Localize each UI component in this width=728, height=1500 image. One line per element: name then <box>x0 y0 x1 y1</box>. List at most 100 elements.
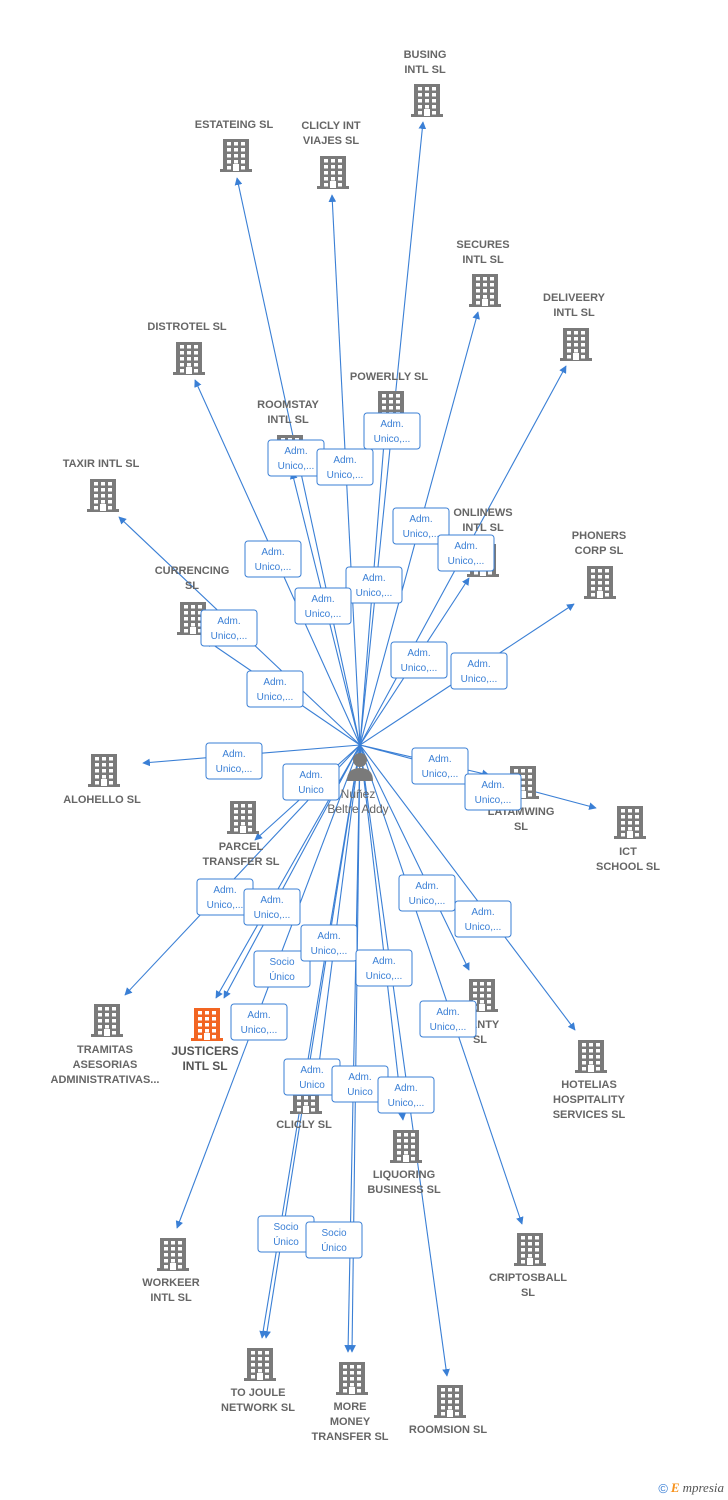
relation-label-deliveery[interactable]: Adm. Unico,... <box>437 534 495 572</box>
relation-text: Adm. <box>311 594 334 605</box>
company-label: ADMINISTRATIVAS... <box>51 1074 160 1086</box>
company-node-taxir[interactable]: TAXIR INTL SL <box>63 458 140 512</box>
relation-text: Unico,... <box>257 692 294 703</box>
relation-text: Único <box>269 970 295 983</box>
edge-clicly <box>315 744 361 1073</box>
relation-box <box>244 540 302 578</box>
relation-text: Unico,... <box>216 764 253 775</box>
building-icon <box>575 1040 607 1073</box>
company-label: MORE <box>334 1401 367 1413</box>
relation-text: Unico,... <box>305 609 342 620</box>
relation-label-busing[interactable]: Adm.Unico,... <box>363 412 421 450</box>
relation-text: Unico,... <box>366 971 403 982</box>
company-label: TRANSFER SL <box>312 1431 389 1443</box>
relation-label-estateing[interactable]: Adm.Unico,... <box>267 439 325 477</box>
relation-label-justicers[interactable]: Adm.Unico,... <box>243 888 301 926</box>
building-icon <box>434 1385 466 1418</box>
relation-label-clicly-int-viajes[interactable]: Adm.Unico,... <box>316 448 374 486</box>
relation-label-parcel-transfer[interactable]: Adm. Unico <box>282 763 340 801</box>
relation-label-phoners[interactable]: Adm.Unico,... <box>450 652 508 690</box>
copyright-icon: © <box>658 1480 668 1496</box>
relation-text: Adm. <box>380 419 403 430</box>
company-node-distrotel[interactable]: DISTROTEL SL <box>147 321 227 375</box>
relation-box <box>305 1221 363 1259</box>
relation-text: Unico,... <box>448 556 485 567</box>
relation-label-onlinews[interactable]: Adm.Unico,... <box>390 641 448 679</box>
relation-text: Unico,... <box>461 674 498 685</box>
relation-label-secures[interactable]: Adm.Unico,... <box>392 507 450 545</box>
relation-label-latamwing[interactable]: Adm.Unico,... <box>411 747 469 785</box>
relation-text: Adm. <box>217 616 240 627</box>
company-label: HOSPITALITY <box>553 1094 626 1106</box>
company-node-alohello[interactable]: ALOHELLO SL <box>63 754 141 806</box>
relation-label-liquoring[interactable]: Adm.Unico,... <box>355 949 413 987</box>
company-node-tramitas[interactable]: TRAMITASASESORIASADMINISTRATIVAS... <box>51 1004 160 1086</box>
person-node[interactable]: Nuñez Beltre Addy <box>327 753 389 816</box>
building-icon <box>157 1238 189 1271</box>
relation-text: Unico,... <box>211 631 248 642</box>
relation-box <box>316 448 374 486</box>
relation-box <box>398 874 456 912</box>
relation-text: Adm. <box>454 541 477 552</box>
relation-box <box>200 609 258 647</box>
company-node-roomsion[interactable]: ROOMSION SL <box>409 1385 488 1436</box>
relation-label-criptosball[interactable]: Adm.Unico,... <box>419 1000 477 1038</box>
company-label: POWERLLY SL <box>350 371 429 383</box>
person-name-line1: Nuñez <box>341 787 376 801</box>
relation-box <box>294 587 352 625</box>
relation-label-hotelias[interactable]: Adm. Unico,... <box>454 900 512 938</box>
relation-text: Unico,... <box>311 946 348 957</box>
company-label: PHONERS <box>572 530 626 542</box>
company-node-estateing[interactable]: ESTATEING SL <box>195 119 274 172</box>
relation-text: Unico,... <box>465 922 502 933</box>
relation-label-ict-school[interactable]: Adm.Unico,... <box>464 773 522 811</box>
relation-label-menty[interactable]: Adm.Unico,... <box>398 874 456 912</box>
relation-label-currencing[interactable]: Adm.Unico,... <box>246 670 304 708</box>
relation-label-roomstay[interactable]: Adm. Unico,... <box>294 587 352 625</box>
company-label: ALOHELLO SL <box>63 794 141 806</box>
edge-menty <box>359 744 470 971</box>
relation-text: Adm. <box>299 770 322 781</box>
relation-label-distrotel[interactable]: Adm.Unico,... <box>244 540 302 578</box>
person-name-line2: Beltre Addy <box>327 802 388 816</box>
relation-text: Adm. <box>409 514 432 525</box>
relation-label-workeer[interactable]: Adm.Unico,... <box>230 1003 288 1041</box>
company-label: CLICLY SL <box>276 1119 332 1131</box>
relation-label-roomsion[interactable]: Adm.Unico,... <box>377 1076 435 1114</box>
relation-text: Unico,... <box>388 1098 425 1109</box>
relation-label-tramitas[interactable]: Adm.Unico,... <box>196 878 254 916</box>
relation-text: Unico <box>298 785 324 796</box>
relation-label-clicly[interactable]: Adm.Unico,... <box>300 924 358 962</box>
relation-label-powerlly[interactable]: Adm.Unico,... <box>345 566 403 604</box>
relation-text: Adm. <box>471 907 494 918</box>
relation-label-taxir[interactable]: Adm. Unico,... <box>200 609 258 647</box>
building-icon <box>220 139 252 172</box>
company-label: SERVICES SL <box>553 1109 626 1121</box>
relation-text: Único <box>273 1235 299 1248</box>
relation-text: Unico,... <box>207 900 244 911</box>
relation-text: Unico,... <box>475 795 512 806</box>
relation-text: Socio <box>273 1222 298 1233</box>
relation-label-alohello[interactable]: Adm.Unico,... <box>205 742 263 780</box>
relation-box <box>363 412 421 450</box>
edge-roomsion <box>359 744 450 1377</box>
company-label: INTL SL <box>462 522 504 534</box>
